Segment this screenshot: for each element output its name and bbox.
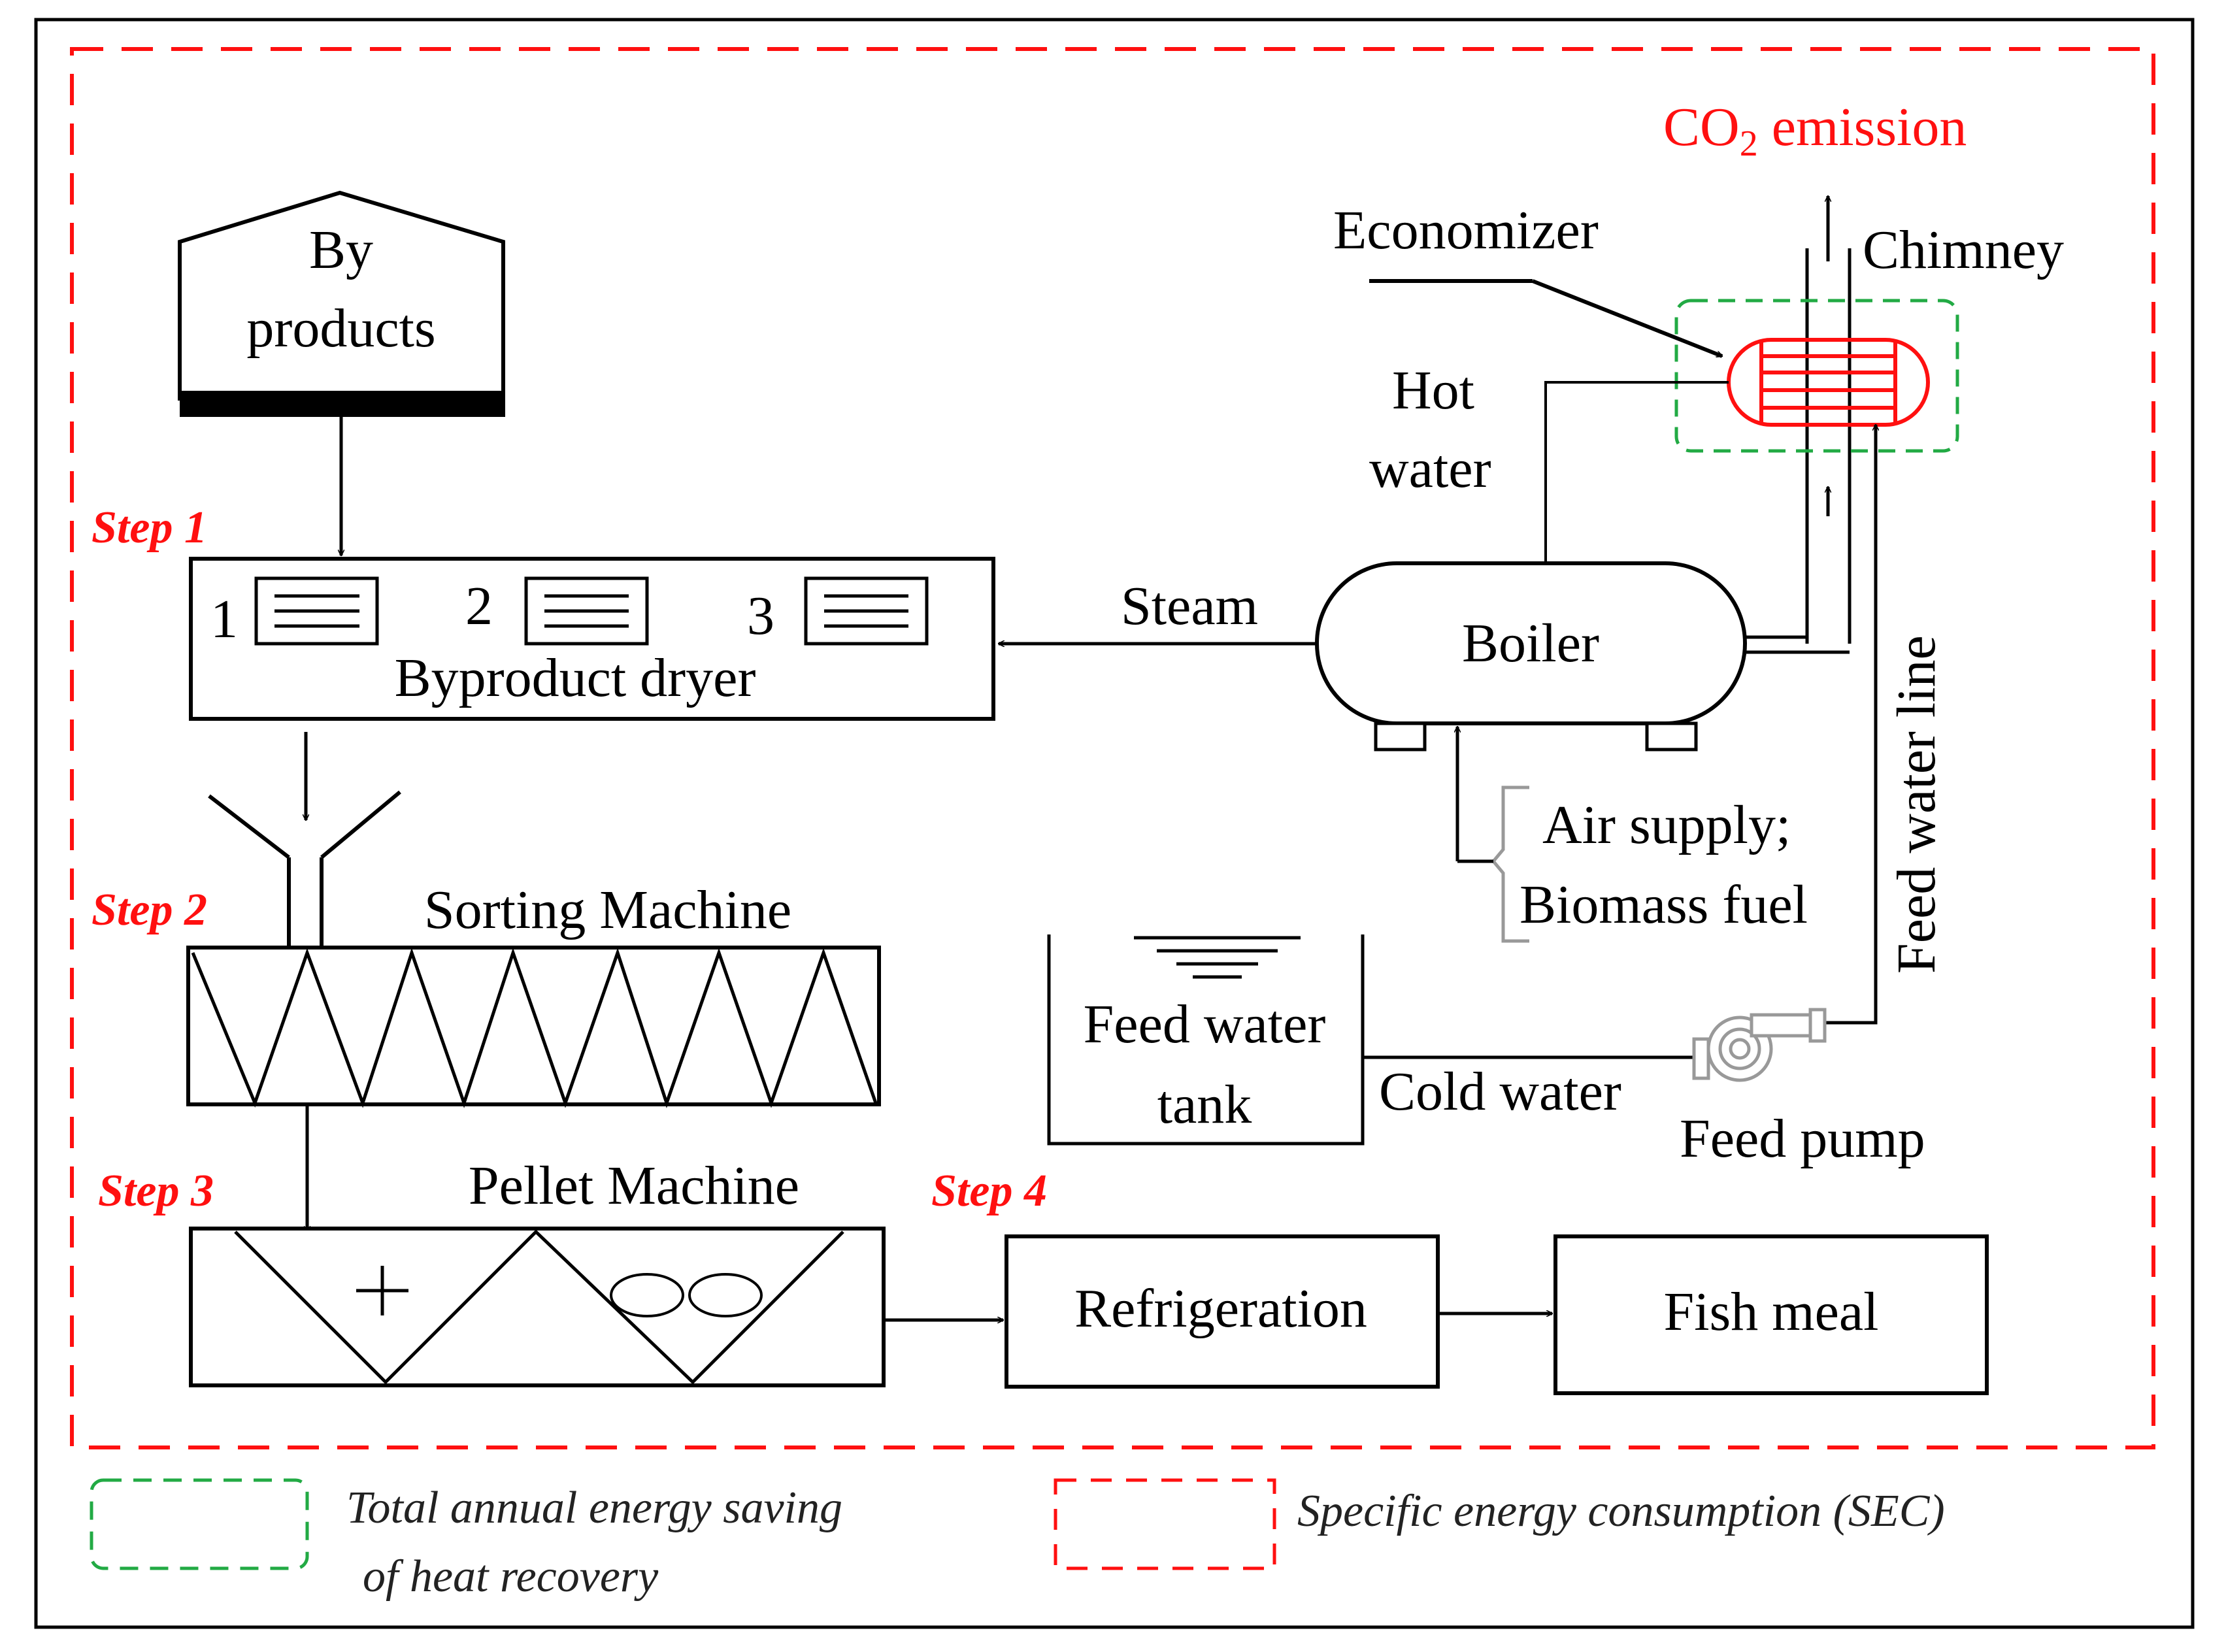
feed-pump-label: Feed pump xyxy=(1680,1108,1925,1169)
heat-recovery-boundary xyxy=(1674,299,1959,453)
economizer-heat-exchanger xyxy=(1727,338,1930,427)
byproducts-label-1: By xyxy=(309,220,373,280)
dryer-tray-2 xyxy=(524,576,649,646)
economizer-label: Economizer xyxy=(1333,200,1599,261)
dryer-tray-3 xyxy=(804,576,929,646)
byproduct-dryer-label: Byproduct dryer xyxy=(395,648,756,708)
step4-label: Step 4 xyxy=(931,1166,1047,1216)
legend-green-text-1: Total annual energy saving xyxy=(346,1483,842,1533)
boiler-label: Boiler xyxy=(1462,613,1599,674)
byproducts-hopper xyxy=(178,190,505,417)
byproducts-label-2: products xyxy=(246,298,435,359)
pellet-machine xyxy=(189,1227,886,1387)
step3-label: Step 3 xyxy=(98,1166,214,1216)
feed-water-line-label: Feed water line xyxy=(1886,635,1947,974)
sec-boundary xyxy=(70,47,2155,1449)
biomass-fuel-label: Biomass fuel xyxy=(1520,874,1808,935)
step2-label: Step 2 xyxy=(91,885,207,935)
fish-meal-label: Fish meal xyxy=(1664,1281,1879,1342)
cold-water-label: Cold water xyxy=(1379,1061,1621,1122)
air-supply-label: Air supply; xyxy=(1542,795,1791,855)
boiler-foot-right xyxy=(1645,721,1698,752)
pellet-machine-zigzag xyxy=(234,1229,844,1385)
feed-water-tank xyxy=(1047,934,1365,1146)
hot-water-label-2: water xyxy=(1369,438,1491,499)
refrigeration-box xyxy=(1005,1234,1440,1389)
step1-label: Step 1 xyxy=(91,503,207,553)
tray-number-1: 1 xyxy=(210,589,238,650)
water-level-icon xyxy=(1134,936,1301,979)
byproduct-dryer xyxy=(189,557,995,721)
chimney xyxy=(1805,196,1852,644)
legend-green-text-2: of heat recovery xyxy=(363,1551,659,1602)
sorting-machine-label: Sorting Machine xyxy=(424,880,791,940)
sorting-machine-zigzag xyxy=(191,948,878,1108)
pellet-plus-icon xyxy=(356,1266,408,1315)
hot-water-line xyxy=(1546,381,1729,569)
legend-red-text: Specific energy consumption (SEC) xyxy=(1297,1486,1945,1536)
legend-green-swatch xyxy=(90,1478,309,1570)
fish-meal-box xyxy=(1553,1234,1989,1395)
chimney-label: Chimney xyxy=(1863,220,2064,280)
co2-emission-label: CO2 emission xyxy=(1663,97,1967,164)
feed-pump-icon xyxy=(1692,1008,1827,1082)
pellet-rollers-icon xyxy=(610,1273,763,1317)
outer-frame xyxy=(34,18,2195,1629)
pellet-machine-label: Pellet Machine xyxy=(469,1155,799,1216)
boiler-foot-left xyxy=(1374,721,1427,752)
legend-red-swatch xyxy=(1054,1478,1276,1570)
feed-water-tank-label-2: tank xyxy=(1157,1074,1252,1135)
tray-number-2: 2 xyxy=(465,576,493,636)
refrigeration-label: Refrigeration xyxy=(1074,1278,1367,1339)
hot-water-label-1: Hot xyxy=(1392,360,1474,421)
feed-water-line xyxy=(1825,425,1876,1025)
tray-number-3: 3 xyxy=(747,586,774,646)
feed-water-tank-label-1: Feed water xyxy=(1084,994,1326,1055)
sorting-machine xyxy=(186,946,881,1106)
steam-label: Steam xyxy=(1121,576,1258,636)
dryer-tray-1 xyxy=(254,576,379,646)
sorting-machine-funnel xyxy=(208,790,401,946)
